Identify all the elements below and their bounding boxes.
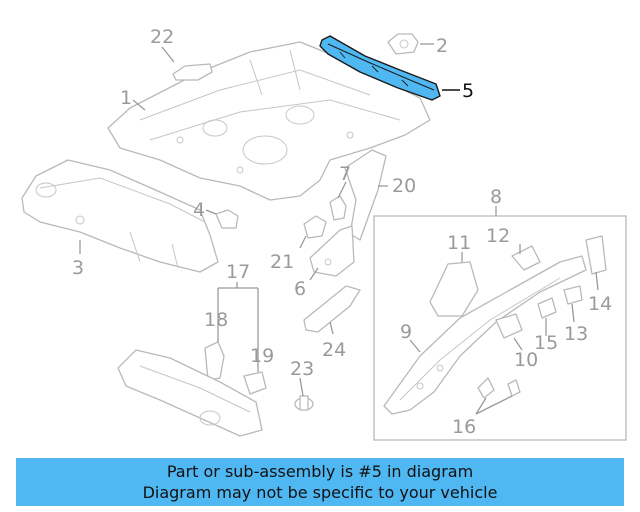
part-10-shape xyxy=(495,313,523,339)
callout-7: 7 xyxy=(339,163,351,185)
callout-23: 23 xyxy=(290,358,314,380)
callout-20: 20 xyxy=(392,175,416,197)
part-24-brace xyxy=(303,285,361,333)
part-15-shape xyxy=(537,297,557,319)
part-23-bolt xyxy=(294,395,314,411)
callout-10: 10 xyxy=(514,349,538,371)
part-5-cross-member-highlighted xyxy=(319,35,441,101)
callout-17: 17 xyxy=(226,261,250,283)
callout-3: 3 xyxy=(72,257,84,279)
part-1-rear-floor-pan xyxy=(107,41,431,201)
callout-6: 6 xyxy=(294,278,306,300)
callout-5: 5 xyxy=(462,80,474,102)
sub-assembly-8-box xyxy=(373,215,627,441)
callout-16: 16 xyxy=(452,416,476,438)
callout-9: 9 xyxy=(400,321,412,343)
callout-21: 21 xyxy=(270,251,294,273)
part-7-bracket xyxy=(329,195,347,221)
part-16b-shape xyxy=(507,379,521,397)
part-4-clip xyxy=(215,209,239,229)
part-18-bracket xyxy=(204,341,225,381)
part-13-shape xyxy=(563,285,583,305)
callout-14: 14 xyxy=(588,293,612,315)
lower-frame-assembly xyxy=(117,349,263,437)
callout-2: 2 xyxy=(436,35,448,57)
callout-labels: 1 2 3 4 5 6 7 8 9 10 11 12 13 14 15 16 1… xyxy=(72,26,612,438)
part-16a-shape xyxy=(477,377,495,399)
callout-12: 12 xyxy=(486,225,510,247)
callout-15: 15 xyxy=(534,332,558,354)
part-22-plug xyxy=(172,63,213,81)
info-banner: Part or sub-assembly is #5 in diagram Di… xyxy=(16,458,624,506)
callout-18: 18 xyxy=(204,309,228,331)
callout-22: 22 xyxy=(150,26,174,48)
part-20-side-member xyxy=(344,149,387,241)
part-11-shape xyxy=(429,261,479,317)
callout-4: 4 xyxy=(193,199,205,221)
leader-lines xyxy=(79,43,599,415)
part-14-shape xyxy=(585,235,607,275)
callout-19: 19 xyxy=(250,345,274,367)
callout-8: 8 xyxy=(490,186,502,208)
banner-line-2: Diagram may not be specific to your vehi… xyxy=(142,483,498,502)
callout-11: 11 xyxy=(447,232,471,254)
parts-diagram: 1 2 3 4 5 6 7 8 9 10 11 12 13 14 15 16 1… xyxy=(21,26,627,441)
part-21-bracket xyxy=(303,215,327,239)
callout-24: 24 xyxy=(322,339,346,361)
callout-1: 1 xyxy=(120,87,132,109)
part-19-clip xyxy=(243,371,267,395)
part-6-bracket xyxy=(309,225,355,277)
part-3-rear-panel xyxy=(21,159,219,273)
part-12-shape xyxy=(511,245,541,271)
banner-line-1: Part or sub-assembly is #5 in diagram xyxy=(166,462,474,481)
part-2-bracket xyxy=(387,33,419,55)
callout-13: 13 xyxy=(564,323,588,345)
